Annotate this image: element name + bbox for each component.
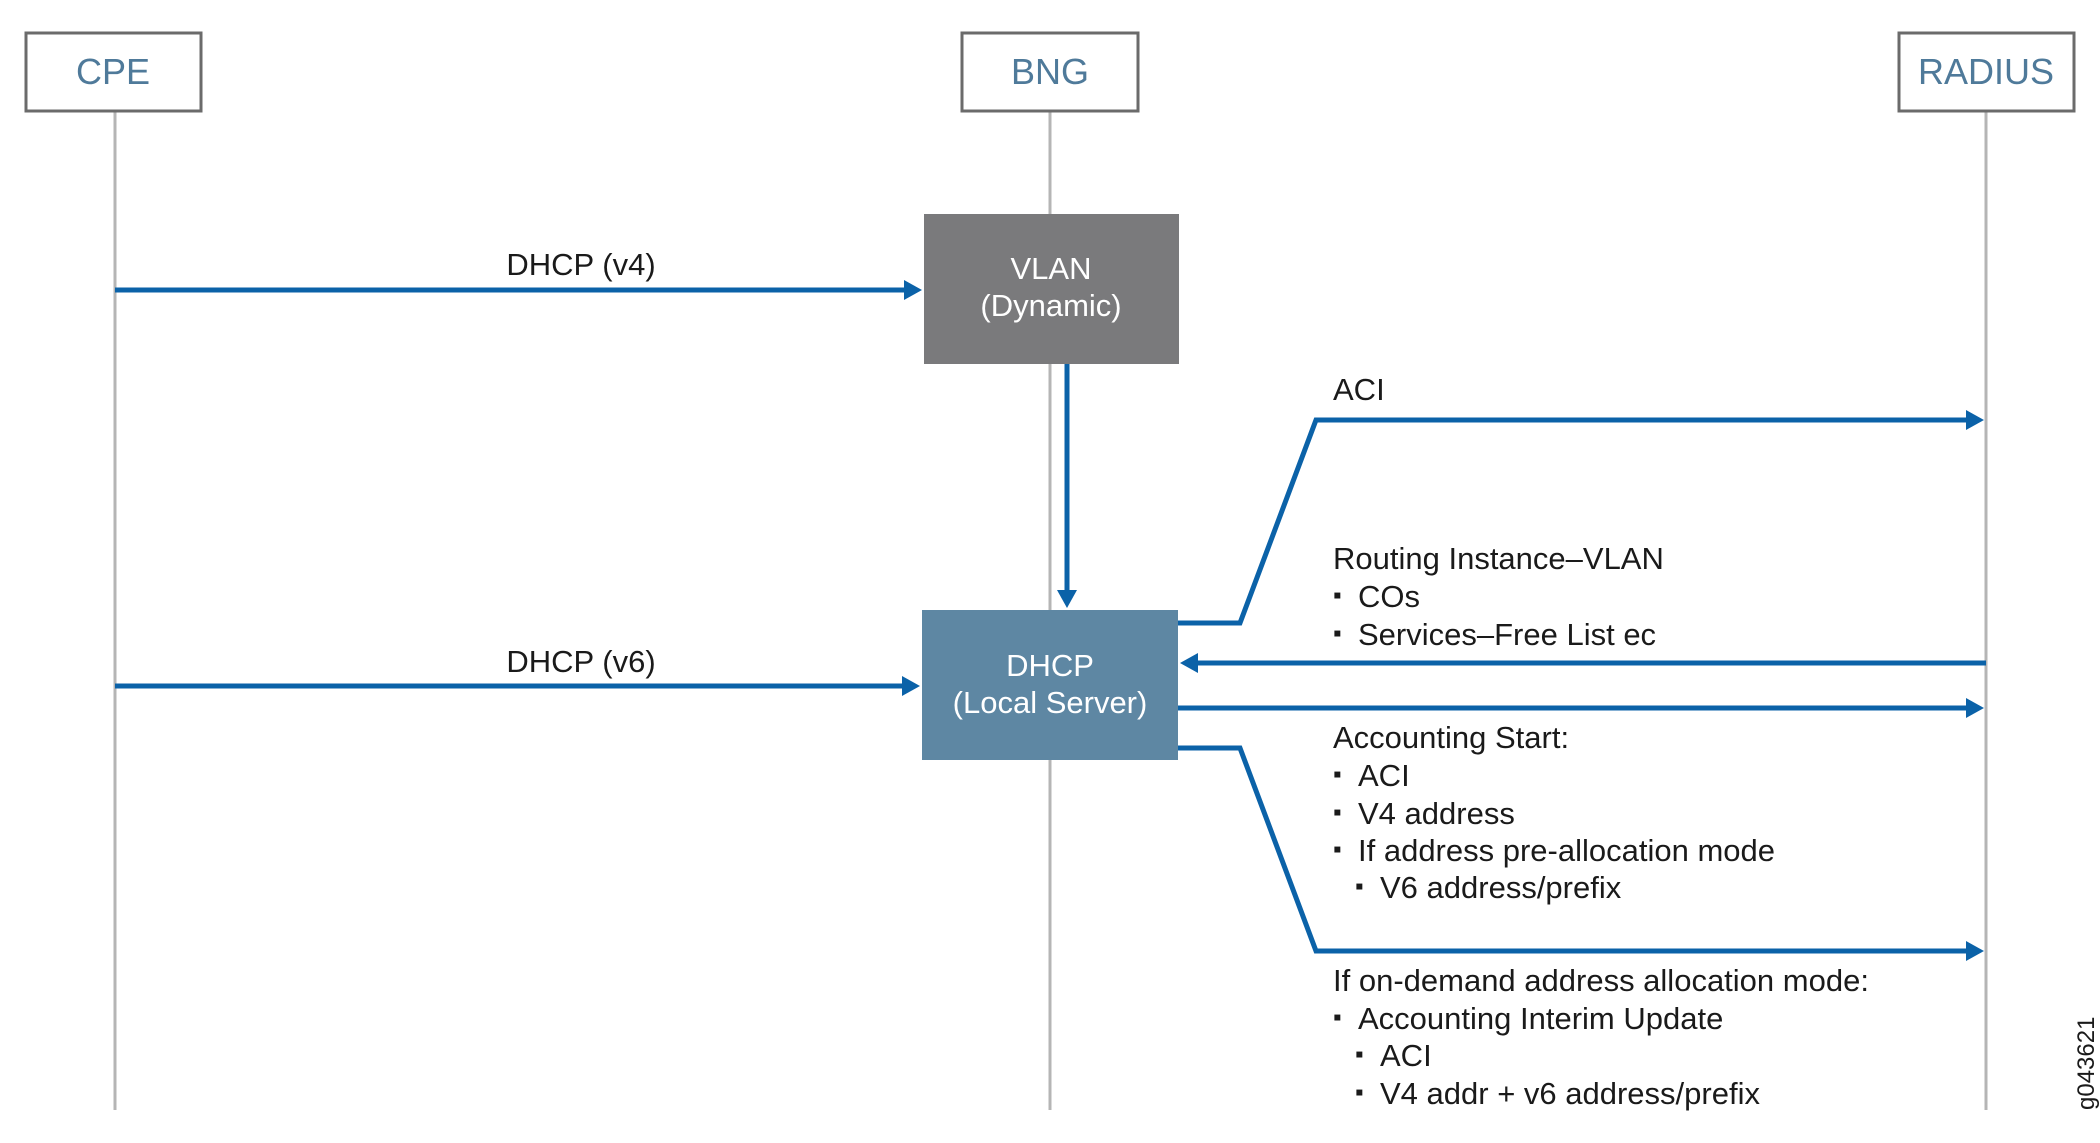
- accounting-start-item: If address pre-allocation mode: [1358, 833, 1775, 868]
- dhcp-local-server-box: DHCP (Local Server): [922, 610, 1178, 760]
- dhcp-box-line1: DHCP: [1006, 648, 1094, 683]
- actor-bng-label: BNG: [1011, 51, 1089, 92]
- bullet: ▪: [1333, 761, 1342, 788]
- on-demand-title: If on-demand address allocation mode:: [1333, 963, 1869, 998]
- on-demand-subitem: V4 addr + v6 address/prefix: [1380, 1076, 1760, 1111]
- accounting-start-title: Accounting Start:: [1333, 720, 1569, 755]
- bullet: ▪: [1355, 1079, 1364, 1106]
- accounting-start-item: ACI: [1358, 758, 1410, 793]
- arrow-accounting-start: [1178, 698, 1984, 718]
- actor-radius-label: RADIUS: [1918, 51, 2054, 92]
- actor-bng: BNG: [960, 31, 1140, 113]
- bullet: ▪: [1355, 873, 1364, 900]
- vlan-box-line1: VLAN: [1011, 251, 1092, 286]
- bullet: ▪: [1333, 582, 1342, 609]
- accounting-start-block: Accounting Start: ▪ ACI ▪ V4 address ▪ I…: [1333, 720, 1775, 905]
- on-demand-item: Accounting Interim Update: [1358, 1001, 1723, 1036]
- vlan-dynamic-box: VLAN (Dynamic): [924, 214, 1179, 364]
- arrow-dhcp-v4: [115, 280, 922, 300]
- bullet: ▪: [1333, 620, 1342, 647]
- label-aci: ACI: [1333, 372, 1385, 407]
- bullet: ▪: [1355, 1041, 1364, 1068]
- accounting-start-subitem: V6 address/prefix: [1380, 870, 1622, 905]
- arrow-on-demand: [1178, 745, 1984, 961]
- bullet: ▪: [1333, 1004, 1342, 1031]
- routing-item: COs: [1358, 579, 1420, 614]
- accounting-start-item: V4 address: [1358, 796, 1515, 831]
- figure-id: g043621: [2073, 1017, 2100, 1110]
- dhcp-box-line2: (Local Server): [953, 685, 1148, 720]
- label-dhcp-v4: DHCP (v4): [506, 247, 655, 282]
- actor-cpe-label: CPE: [76, 51, 150, 92]
- actor-radius: RADIUS: [1897, 31, 2076, 113]
- arrow-vlan-to-dhcp: [1057, 364, 1077, 608]
- label-dhcp-v6: DHCP (v6): [506, 644, 655, 679]
- on-demand-block: If on-demand address allocation mode: ▪ …: [1333, 963, 1869, 1111]
- vlan-box-line2: (Dynamic): [980, 288, 1121, 323]
- routing-title: Routing Instance–VLAN: [1333, 541, 1664, 576]
- bullet: ▪: [1333, 836, 1342, 863]
- routing-item: Services–Free List ec: [1358, 617, 1656, 652]
- actor-cpe: CPE: [24, 31, 203, 113]
- arrow-aci: [1178, 410, 1984, 626]
- arrow-routing-instance: [1180, 653, 1986, 673]
- bullet: ▪: [1333, 799, 1342, 826]
- on-demand-subitem: ACI: [1380, 1038, 1432, 1073]
- routing-instance-block: Routing Instance–VLAN ▪ COs ▪ Services–F…: [1333, 541, 1664, 652]
- arrow-dhcp-v6: [115, 676, 920, 696]
